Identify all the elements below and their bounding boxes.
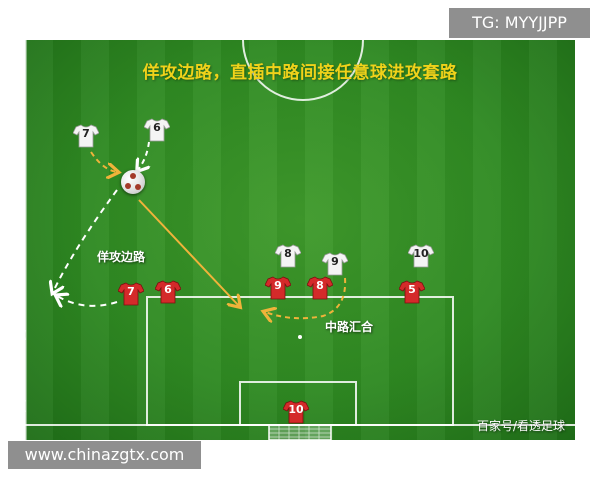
player-number: 5	[408, 283, 416, 296]
feint-arrow-out	[53, 189, 118, 292]
watermark-top: TG: MYYJJPP	[449, 8, 590, 38]
goal	[268, 424, 332, 440]
player-number: 9	[274, 279, 282, 292]
feint-label: 佯攻边路	[97, 250, 146, 264]
player-number: 10	[413, 247, 429, 260]
white-player: 8	[275, 244, 301, 268]
ball	[121, 170, 145, 194]
white-player: 10	[408, 244, 434, 268]
player-number: 6	[153, 121, 161, 134]
white-player: 9	[322, 252, 348, 276]
red-player: 6	[155, 280, 181, 304]
diagram-title: 佯攻边路，直插中路间接任意球进攻套路	[142, 63, 458, 83]
red-player: 7	[118, 282, 144, 306]
converge-label: 中路汇合	[325, 320, 374, 334]
player-number: 7	[82, 127, 90, 140]
player-number: 7	[127, 285, 135, 298]
white-player: 6	[144, 118, 170, 142]
run-arrow-white6	[138, 141, 149, 170]
player-number: 9	[331, 255, 339, 268]
player-number: 8	[284, 247, 292, 260]
white-player: 7	[73, 124, 99, 148]
red-player: 8	[307, 276, 333, 300]
pass-arrow	[138, 199, 239, 306]
pitch-markings	[25, 40, 575, 440]
player-number: 8	[316, 279, 324, 292]
feint-arrow-back	[57, 296, 118, 306]
player-number: 6	[164, 283, 172, 296]
player-number: 10	[288, 403, 304, 416]
source-credit: 百家号/看透足球	[476, 419, 565, 433]
red-player: 9	[265, 276, 291, 300]
center-circle-arc	[242, 40, 364, 101]
penalty-spot	[298, 335, 302, 339]
watermark-bottom: www.chinazgtx.com	[8, 441, 201, 469]
converge-arrow	[265, 277, 347, 318]
red-player: 5	[399, 280, 425, 304]
red-player: 10	[283, 400, 309, 424]
run-arrow-white7	[90, 151, 117, 172]
pitch: 佯攻边路，直插中路间接任意球进攻套路 7 6 8 9 10 7 6 9	[25, 40, 575, 440]
